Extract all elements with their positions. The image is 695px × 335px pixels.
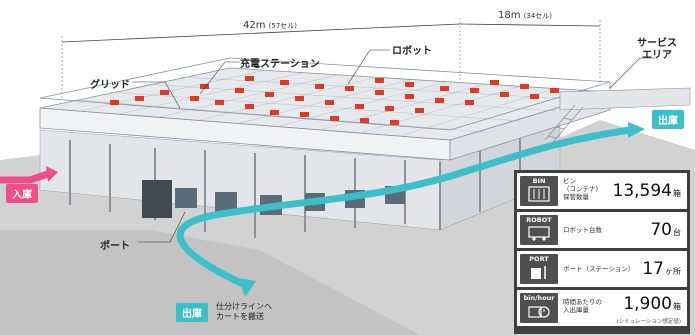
- length-value: 42m: [243, 20, 266, 31]
- outbound-flow-path: [176, 126, 631, 289]
- stat-robot-unit: 台: [673, 228, 681, 237]
- outbound-tag-bottom: 出庫: [176, 303, 208, 322]
- inbound-arrow-head: [46, 166, 58, 182]
- service-area-label: サービス エリア: [637, 38, 677, 61]
- robot-label: ロボット: [392, 46, 432, 57]
- stat-port-number: 17: [642, 259, 664, 279]
- stat-robot-code: ROBOT: [526, 216, 552, 224]
- stat-throughput: bin/hour 時間あたりの 入出庫量 1,900箱 (シミュレーション想定値…: [517, 290, 687, 326]
- stat-throughput-unit: 箱: [673, 302, 681, 311]
- stat-port-unit: ヶ所: [665, 267, 681, 276]
- stat-port-badge: PORT: [520, 254, 558, 284]
- stat-bin-value: 13,594箱: [613, 181, 681, 201]
- stat-throughput-value: 1,900箱: [623, 294, 681, 314]
- length-label: 42m (57セル): [243, 20, 297, 31]
- charging-station-label: 充電ステーション: [240, 59, 320, 70]
- stats-panel: BIN ビン （コンテナ） 保管数量 13,594箱 ROBOT ロボット台数 …: [514, 170, 690, 334]
- width-dimension-line: [459, 23, 601, 27]
- inbound-tag: 入庫: [6, 184, 38, 203]
- leader-lines: [132, 49, 655, 243]
- robot-icon: [528, 226, 550, 241]
- length-dimension-line: [61, 23, 461, 43]
- grid-label: グリッド: [90, 80, 130, 91]
- length-cells: (57セル): [268, 22, 298, 30]
- stat-port-code: PORT: [529, 255, 549, 263]
- stat-throughput-badge: bin/hour: [520, 293, 558, 323]
- outbound-note: 仕分けラインへ カートを搬送: [216, 302, 272, 321]
- throughput-icon: [528, 306, 550, 318]
- outbound-tag-top: 出庫: [652, 110, 684, 129]
- stat-robot-number: 70: [650, 220, 672, 240]
- width-cells: (34セル): [523, 12, 553, 20]
- stat-robot-value: 70台: [650, 220, 681, 240]
- stat-bin: BIN ビン （コンテナ） 保管数量 13,594箱: [517, 173, 687, 209]
- inbound-arrow: [0, 170, 50, 184]
- service-area-deck: [559, 87, 691, 111]
- stat-port-desc: ポート（ステーション）: [563, 265, 635, 273]
- stat-bin-code: BIN: [532, 177, 546, 185]
- railing-front: [39, 81, 611, 131]
- stat-throughput-desc: 時間あたりの 入出庫量: [563, 298, 602, 314]
- port-label: ポート: [100, 241, 130, 252]
- stat-throughput-note: (シミュレーション想定値): [616, 319, 681, 325]
- width-value: 18m: [498, 10, 521, 21]
- stat-bin-badge: BIN: [520, 176, 558, 206]
- stat-bin-desc: ビン （コンテナ） 保管数量: [563, 177, 602, 201]
- stat-throughput-code: bin/hour: [523, 294, 555, 302]
- width-label: 18m (34セル): [498, 10, 552, 21]
- robots: [110, 76, 559, 125]
- entrance-door: [142, 180, 172, 218]
- outbound-arrow-head-top: [628, 122, 645, 138]
- outbound-arrow-head-bottom: [238, 278, 256, 297]
- port-icon: [531, 266, 546, 279]
- floor-shadow: [0, 230, 420, 335]
- bin-icon: [528, 186, 550, 202]
- stat-port: PORT ポート（ステーション） 17ヶ所: [517, 251, 687, 287]
- stat-robot-badge: ROBOT: [520, 215, 558, 245]
- stat-robot-desc: ロボット台数: [563, 226, 602, 234]
- stat-throughput-number: 1,900: [623, 294, 672, 314]
- railing: [39, 57, 611, 99]
- stat-port-value: 17ヶ所: [642, 259, 681, 279]
- stat-robot: ROBOT ロボット台数 70台: [517, 212, 687, 248]
- stairs: [544, 104, 584, 143]
- stat-bin-unit: 箱: [673, 189, 681, 198]
- stat-bin-number: 13,594: [612, 181, 672, 201]
